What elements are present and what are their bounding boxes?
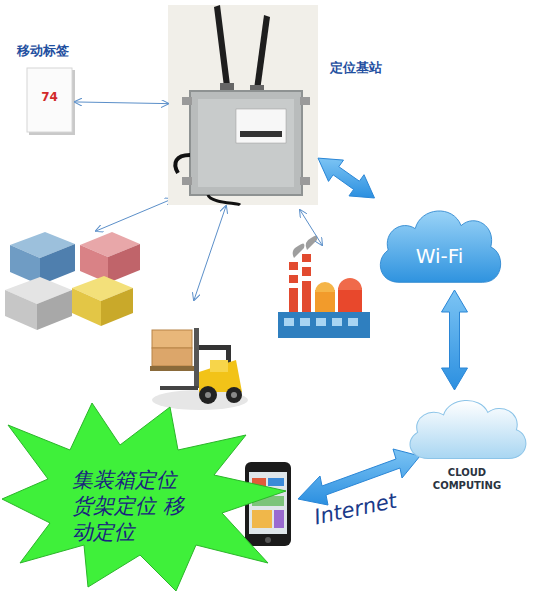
starburst — [2, 403, 286, 591]
factory-illustration — [278, 235, 370, 338]
phone-illustration — [245, 462, 291, 546]
mount-tab — [300, 97, 310, 105]
cloud-label: CLOUD COMPUTING — [427, 466, 507, 492]
station-lid — [198, 99, 294, 187]
double-arrow — [318, 158, 375, 198]
station-sticker — [236, 109, 286, 143]
network-label: Internet — [312, 489, 399, 530]
tag-card — [27, 68, 72, 132]
mount-tab — [300, 177, 310, 185]
link-arrow — [75, 102, 168, 104]
mount-tab — [182, 177, 192, 185]
starburst-node: 集装箱定位 货架定位 移动定位 — [0, 395, 290, 592]
cable — [208, 195, 240, 205]
double-arrow — [442, 290, 468, 390]
cloud-computing-node: CLOUD COMPUTING — [402, 390, 532, 502]
container-illustration — [5, 232, 140, 330]
barcode — [240, 131, 282, 137]
base-station-node: 定位基站 — [168, 5, 318, 205]
photo-background — [168, 5, 318, 205]
wifi-cloud-node: Wi-Fi — [372, 198, 507, 290]
computing-cloud — [410, 401, 526, 459]
feature-list: 集装箱定位 货架定位 移动定位 — [72, 467, 190, 545]
tag-number: 74 — [27, 90, 72, 104]
cable — [175, 155, 190, 173]
node-heading: 移动标签 — [17, 42, 97, 60]
station-case — [190, 91, 302, 195]
station-outline — [168, 5, 318, 205]
tag-node: 移动标签74 — [27, 68, 75, 135]
node-heading: 定位基站 — [330, 59, 410, 77]
antenna — [214, 5, 230, 87]
antenna — [254, 15, 270, 91]
burst-outline — [0, 395, 290, 592]
mount-tab — [182, 97, 192, 105]
link-arrow — [96, 199, 322, 300]
cloud-label: Wi-Fi — [372, 244, 507, 268]
forklift-illustration — [150, 328, 248, 410]
